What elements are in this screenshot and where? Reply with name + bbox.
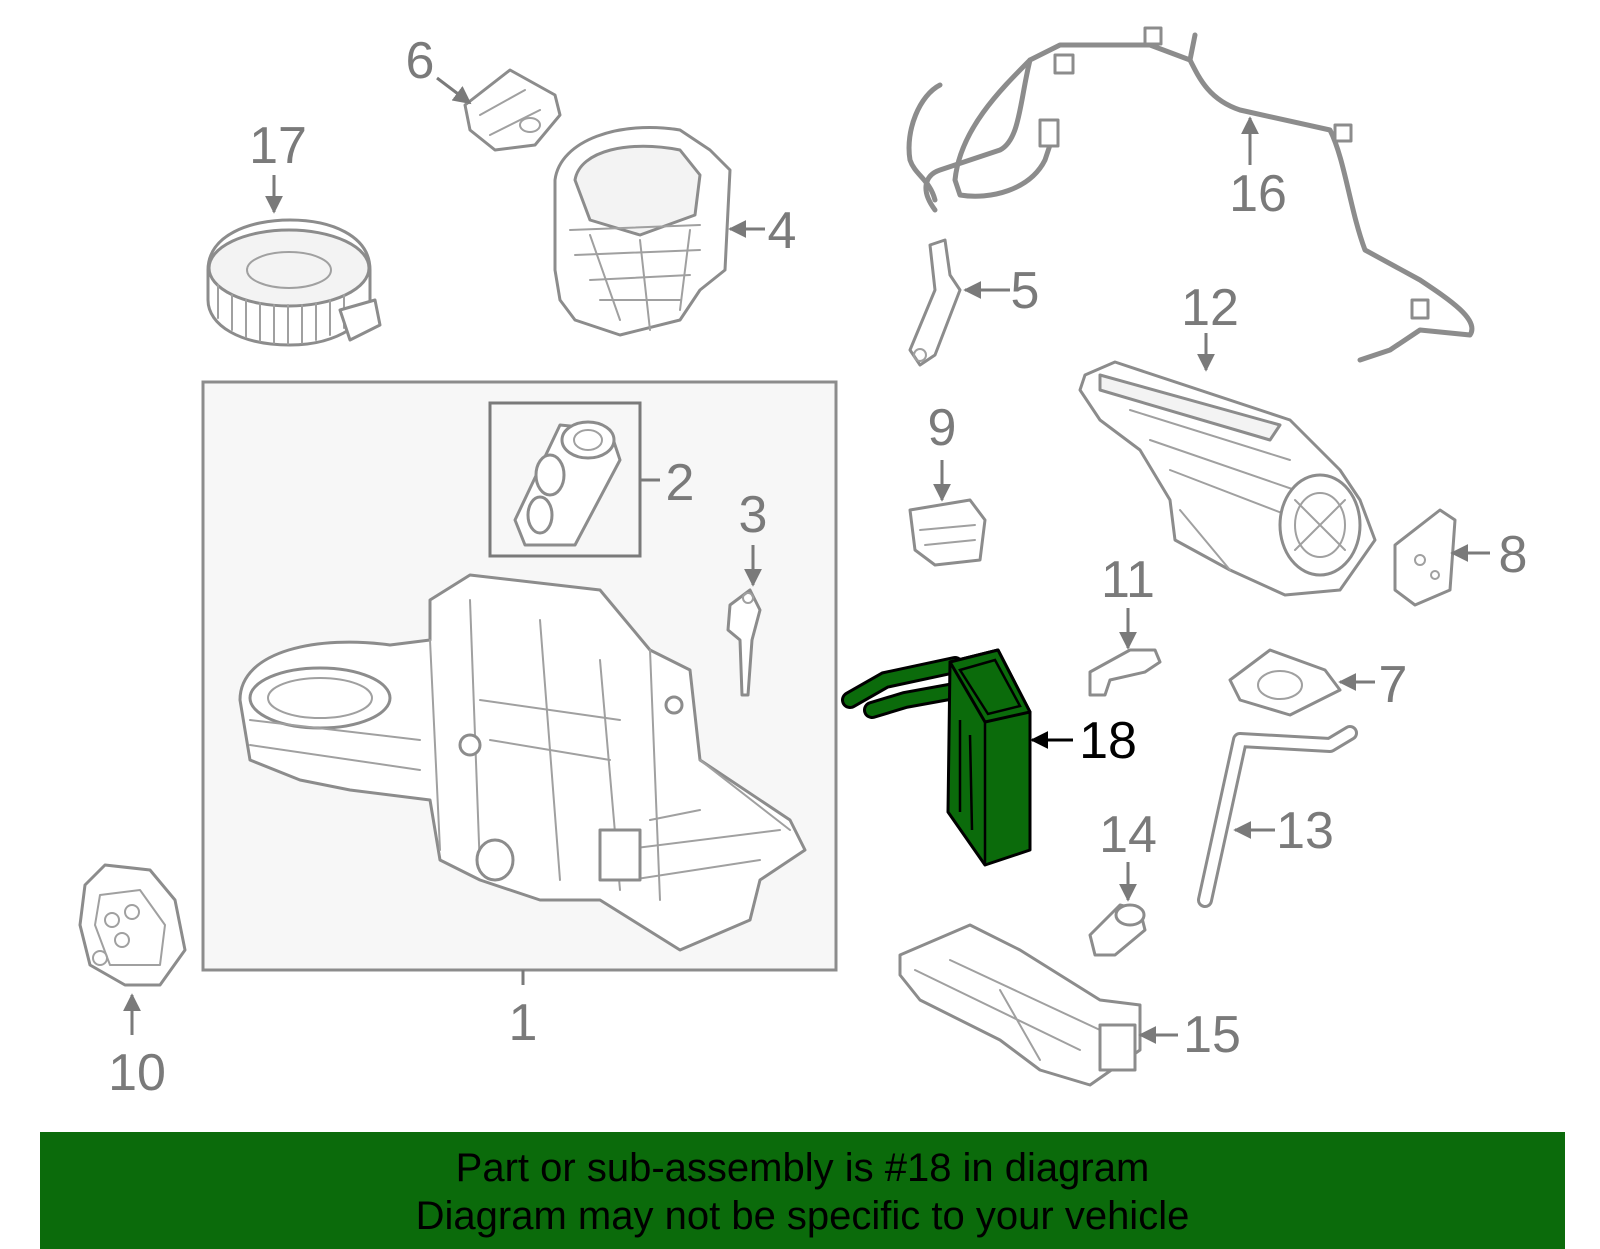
callout-11: 11	[1101, 551, 1155, 609]
info-banner: Part or sub-assembly is #18 in diagram D…	[40, 1132, 1565, 1249]
part-1-hvac-assembly[interactable]	[201, 380, 838, 985]
banner-line-1: Part or sub-assembly is #18 in diagram	[455, 1146, 1150, 1190]
callout-17: 17	[249, 117, 307, 175]
callout-13: 13	[1276, 802, 1334, 860]
callout-18: 18	[1079, 712, 1137, 770]
callout-5: 5	[1011, 262, 1040, 320]
callout-14: 14	[1099, 806, 1157, 864]
part-7-actuator[interactable]	[1228, 648, 1375, 717]
part-3-bracket[interactable]	[726, 545, 762, 697]
callout-9: 9	[928, 399, 957, 457]
part-8-actuator[interactable]	[1393, 508, 1490, 607]
callout-10: 10	[108, 1044, 166, 1102]
part-4-blower-housing[interactable]	[553, 125, 765, 337]
part-12-duct[interactable]	[1078, 333, 1377, 597]
part-10-seal[interactable]	[78, 863, 187, 1035]
callout-3: 3	[739, 486, 768, 544]
part-11-clip[interactable]	[1088, 608, 1162, 697]
part-9-clip[interactable]	[908, 460, 987, 567]
part-13-hose[interactable]	[1197, 725, 1358, 908]
part-14-connector[interactable]	[1088, 862, 1147, 957]
part-6-bracket[interactable]	[436, 68, 562, 152]
callout-6: 6	[406, 32, 435, 90]
callout-8: 8	[1499, 526, 1528, 584]
callout-2: 2	[666, 454, 695, 512]
callout-12: 12	[1181, 279, 1239, 337]
banner-line-2: Diagram may not be specific to your vehi…	[415, 1194, 1190, 1238]
callout-1: 1	[509, 994, 538, 1052]
part-16-wiring-harness[interactable]	[906, 26, 1475, 363]
callout-7: 7	[1379, 656, 1408, 714]
callout-16: 16	[1229, 165, 1287, 223]
part-18-heater-core[interactable]	[841, 648, 1073, 867]
part-17-blower-motor[interactable]	[206, 175, 382, 347]
part-2-expansion-valve[interactable]	[488, 401, 660, 558]
part-15-floor-duct[interactable]	[898, 923, 1178, 1087]
callout-4: 4	[768, 202, 797, 260]
callout-15: 15	[1183, 1006, 1241, 1064]
part-5-bracket[interactable]	[908, 238, 1010, 367]
